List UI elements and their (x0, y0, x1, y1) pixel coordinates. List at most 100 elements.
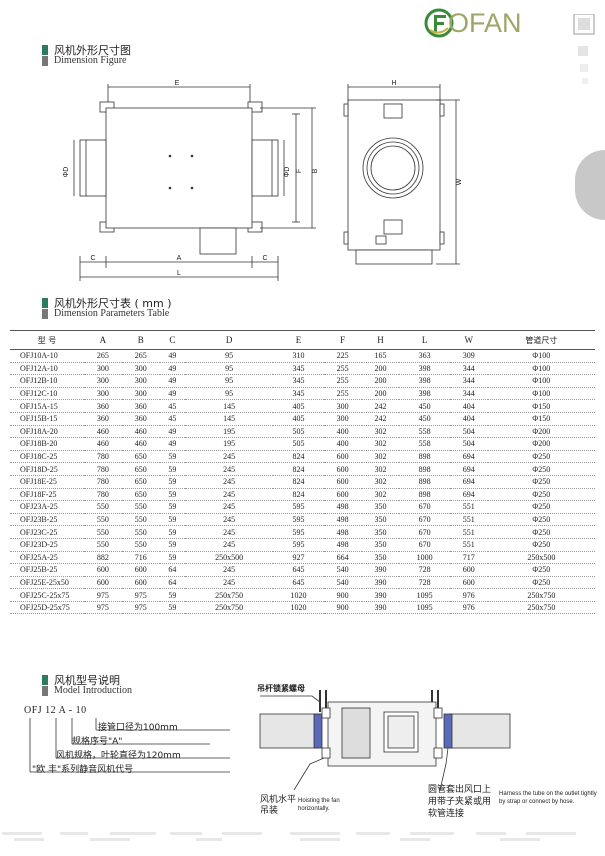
value-cell: 302 (361, 450, 400, 464)
value-cell: 59 (159, 475, 185, 489)
value-cell: Φ250 (487, 462, 595, 476)
value-cell: 505 (273, 437, 324, 451)
value-cell: 245 (184, 500, 274, 514)
value-cell: 405 (273, 399, 324, 413)
value-cell: 59 (159, 588, 185, 602)
hoist-fan-label-en: Hoisting the fan horizontally. (298, 798, 340, 812)
section-title-en: Model Introduction (54, 685, 133, 696)
value-cell: 49 (159, 387, 185, 401)
value-cell: 882 (84, 551, 122, 565)
value-cell: 670 (399, 500, 450, 514)
value-cell: 302 (361, 462, 400, 476)
value-cell: 255 (323, 387, 362, 401)
value-cell: 558 (399, 425, 450, 439)
value-cell: 300 (84, 362, 122, 376)
section-title-en: Dimension Figure (54, 55, 127, 66)
value-cell: 898 (399, 450, 450, 464)
dim-label-f: F (296, 169, 303, 173)
value-cell: 1000 (399, 551, 450, 565)
value-cell: 250x750 (487, 588, 595, 602)
value-cell: 350 (361, 525, 400, 539)
value-cell: 242 (361, 412, 400, 426)
value-cell: Φ150 (487, 412, 595, 426)
value-cell: 595 (273, 500, 324, 514)
value-cell: 200 (361, 387, 400, 401)
value-cell: 600 (121, 563, 160, 577)
value-cell: 460 (121, 437, 160, 451)
model-cell: OFJ23B-25 (10, 513, 84, 527)
value-cell: 300 (121, 387, 160, 401)
column-header: W (449, 330, 488, 350)
value-cell: Φ250 (487, 513, 595, 527)
value-cell: 390 (361, 588, 400, 602)
value-cell: 975 (84, 588, 122, 602)
side-page-tab (575, 150, 605, 220)
value-cell: 976 (449, 588, 488, 602)
model-cell: OFJ18C-25 (10, 450, 84, 464)
value-cell: Φ250 (487, 500, 595, 514)
value-cell: 728 (399, 563, 450, 577)
value-cell: 95 (184, 362, 274, 376)
value-cell: 250x500 (487, 551, 595, 565)
value-cell: 400 (323, 437, 362, 451)
model-cell: OFJ12A-10 (10, 362, 84, 376)
value-cell: 59 (159, 551, 185, 565)
hoist-fan-label-cn: 风机水平吊装 (260, 795, 297, 816)
value-cell: 255 (323, 374, 362, 388)
value-cell: 300 (121, 362, 160, 376)
value-cell: 505 (273, 425, 324, 439)
model-cell: OFJ18F-25 (10, 488, 84, 502)
column-header: C (159, 330, 185, 350)
value-cell: 398 (399, 362, 450, 376)
model-cell: OFJ18A-20 (10, 425, 84, 439)
value-cell: 250x750 (184, 601, 274, 615)
hoist-nut-label: 吊杆锁紧螺母 (257, 684, 305, 693)
value-cell: 650 (121, 475, 160, 489)
fan-logo-icon (424, 8, 454, 38)
value-cell: 49 (159, 362, 185, 376)
model-cell: OFJ23D-25 (10, 538, 84, 552)
dim-label-phid-left: ΦD (63, 167, 70, 178)
value-cell: 595 (273, 525, 324, 539)
value-cell: Φ250 (487, 525, 595, 539)
model-cell: OFJ15B-15 (10, 412, 84, 426)
value-cell: 450 (399, 399, 450, 413)
value-cell: 49 (159, 349, 185, 363)
value-cell: 716 (121, 551, 160, 565)
logo-wordmark: OFAN (448, 8, 522, 38)
table-header-row: 型 号 A B C D E F H L W 管道尺寸 (10, 330, 595, 350)
model-cell: OFJ12B-10 (10, 374, 84, 388)
value-cell: 302 (361, 437, 400, 451)
side-view-dots (168, 154, 194, 190)
value-cell: 504 (449, 437, 488, 451)
value-cell: 1020 (273, 601, 324, 615)
model-cell: OFJ25B-25 (10, 563, 84, 577)
dim-label-h: H (391, 80, 396, 87)
model-cell: OFJ25A-25 (10, 551, 84, 565)
value-cell: 670 (399, 513, 450, 527)
value-cell: 309 (449, 349, 488, 363)
value-cell: 824 (273, 462, 324, 476)
value-cell: 460 (84, 437, 122, 451)
value-cell: 360 (84, 412, 122, 426)
value-cell: 824 (273, 475, 324, 489)
model-cell: OFJ10A-10 (10, 349, 84, 363)
value-cell: 780 (84, 488, 122, 502)
value-cell: 600 (121, 576, 160, 590)
column-header: L (399, 330, 450, 350)
value-cell: 95 (184, 374, 274, 388)
model-cell: OFJ15A-15 (10, 399, 84, 413)
value-cell: 600 (323, 450, 362, 464)
value-cell: Φ250 (487, 563, 595, 577)
value-cell: Φ100 (487, 374, 595, 388)
value-cell: 195 (184, 437, 274, 451)
value-cell: 344 (449, 374, 488, 388)
